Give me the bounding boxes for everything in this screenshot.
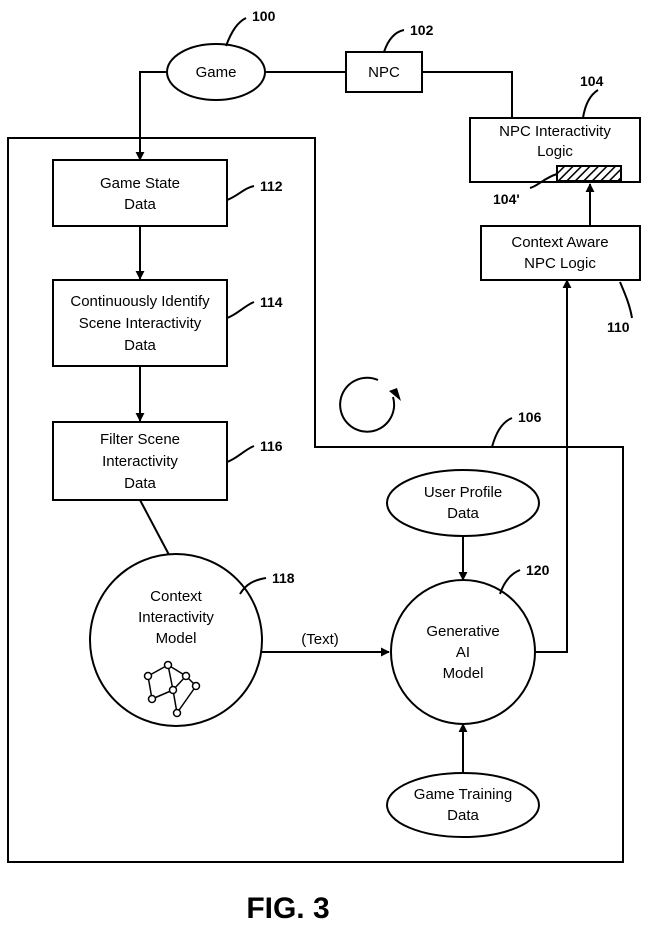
- svg-text:120: 120: [526, 562, 550, 578]
- figure-caption: FIG. 3: [246, 892, 329, 925]
- game-label: Game: [196, 64, 237, 81]
- game-training-label-2: Data: [447, 807, 479, 824]
- svg-text:102: 102: [410, 22, 434, 38]
- game-node: [166, 43, 266, 101]
- context-model-label-2: Interactivity: [138, 609, 214, 626]
- identify-label-1: Continuously Identify: [70, 293, 210, 310]
- ref-114: 114: [226, 294, 283, 319]
- ref-112: 112: [226, 178, 283, 201]
- identify-scene-node: [52, 279, 228, 367]
- filter-label-2: Interactivity: [102, 453, 178, 470]
- game-to-game-state-arrow: [135, 71, 168, 161]
- npc-to-logic-line: [422, 71, 513, 118]
- npc-label: NPC: [368, 64, 400, 81]
- svg-text:114: 114: [260, 294, 283, 310]
- ref-106: 106: [491, 409, 542, 448]
- filter-scene-node: [52, 421, 228, 501]
- npc-interactivity-logic-label-1: NPC Interactivity: [499, 123, 611, 140]
- game-state-data-node: [52, 159, 228, 227]
- filter-label-3: Data: [124, 475, 156, 492]
- ref-120: 120: [499, 562, 550, 595]
- user-profile-label-1: User Profile: [424, 484, 502, 501]
- identify-label-3: Data: [124, 337, 156, 354]
- system-boundary: [7, 137, 624, 863]
- ref-104-prime: 104': [493, 173, 558, 207]
- svg-text:112: 112: [260, 178, 283, 194]
- ai-to-context-aware-arrow: [536, 279, 572, 653]
- identify-label-2: Scene Interactivity: [79, 315, 202, 332]
- generative-ai-label-1: Generative: [426, 623, 499, 640]
- game-training-node: [386, 772, 540, 838]
- game-state-label-2: Data: [124, 196, 156, 213]
- ref-104: 104: [580, 73, 604, 119]
- context-model-label-1: Context: [150, 588, 203, 605]
- context-aware-npc-logic-node: [480, 225, 641, 281]
- context-aware-label-1: Context Aware: [511, 234, 608, 251]
- svg-text:106: 106: [518, 409, 542, 425]
- filter-label-1: Filter Scene: [100, 431, 180, 448]
- context-aware-label-2: NPC Logic: [524, 255, 596, 272]
- ref-116: 116: [226, 438, 283, 463]
- graph-network-icon: [143, 660, 201, 718]
- svg-text:100: 100: [252, 8, 276, 24]
- ref-100: 100: [225, 8, 276, 47]
- svg-text:110: 110: [607, 319, 630, 335]
- ref-102: 102: [383, 22, 434, 53]
- svg-text:116: 116: [260, 438, 283, 454]
- cycle-icon: [339, 376, 401, 433]
- user-profile-node: [386, 469, 540, 537]
- svg-text:118: 118: [272, 570, 295, 586]
- svg-text:104': 104': [493, 191, 520, 207]
- npc-node: [345, 51, 423, 93]
- generative-ai-label-3: Model: [443, 665, 484, 682]
- npc-interactivity-logic-label-2: Logic: [537, 143, 573, 160]
- game-training-label-1: Game Training: [414, 786, 512, 803]
- ref-118: 118: [239, 570, 295, 595]
- generative-ai-label-2: AI: [456, 644, 470, 661]
- user-profile-label-2: Data: [447, 505, 479, 522]
- context-model-label-3: Model: [156, 630, 197, 647]
- context-model-node: [89, 553, 263, 727]
- svg-text:104: 104: [580, 73, 604, 89]
- hatched-module-104-prime: [556, 165, 622, 182]
- game-state-label-1: Game State: [100, 175, 180, 192]
- ref-110: 110: [607, 281, 633, 335]
- text-edge-label: (Text): [301, 631, 339, 648]
- generative-ai-node: [390, 579, 536, 725]
